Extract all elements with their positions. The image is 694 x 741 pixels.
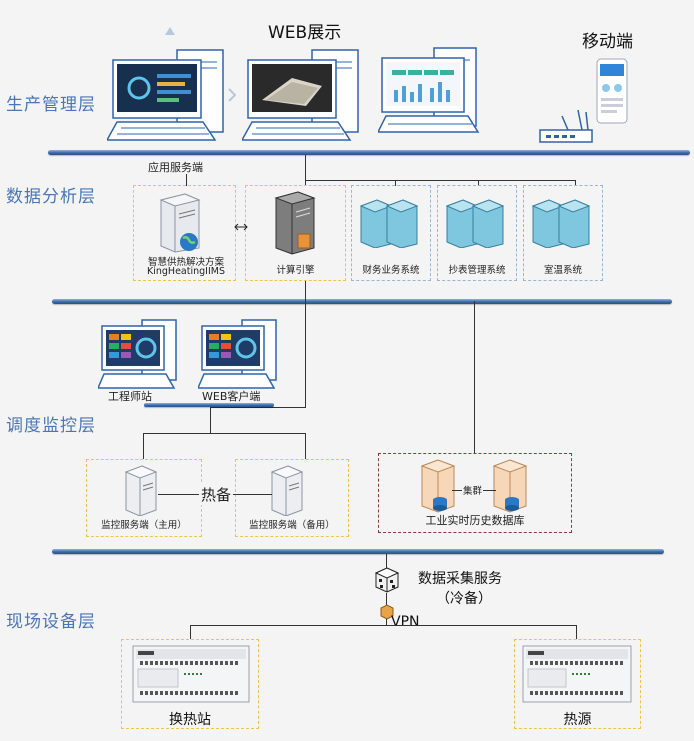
room-temp-server-icon — [531, 196, 595, 248]
finance-server-icon — [359, 196, 423, 248]
hot-standby-label: 热备 — [199, 484, 234, 505]
connector-room-temp — [575, 180, 576, 186]
double-arrow-icon — [234, 223, 248, 231]
meter-server-icon — [445, 196, 509, 248]
engineer-station-icon — [98, 318, 186, 390]
connector-meter — [478, 180, 479, 186]
connector-dispatch-horizontal — [210, 407, 306, 408]
monitor-main-server-icon — [122, 464, 162, 516]
connector-monitor-backup — [305, 433, 306, 459]
web-client-icon — [198, 318, 286, 390]
web-display-title: WEB展示 — [268, 23, 342, 43]
network-bus-analysis — [52, 299, 672, 304]
layer-label-dispatch: 调度监控层 — [6, 416, 96, 436]
app-server-label: 应用服务端 — [148, 161, 203, 174]
monitor-backup-server-icon — [268, 464, 308, 516]
up-arrow-icon — [165, 27, 175, 35]
heat-source-label: 热源 — [563, 712, 592, 728]
historian-server-2-icon — [490, 458, 536, 514]
room-temp-label: 室温系统 — [543, 265, 582, 276]
engineer-station-label: 工程师站 — [108, 390, 152, 403]
kingheating-name: 智慧供热解决方案 — [147, 257, 224, 268]
data-collection-box-icon — [374, 567, 400, 593]
connector-finance — [395, 180, 396, 186]
connector-calc-engine — [305, 155, 306, 185]
network-bus-production — [48, 150, 690, 155]
box-calc-engine — [245, 185, 346, 281]
calc-engine-label: 计算引擎 — [276, 265, 315, 276]
historian-label: 工业实时历史数据库 — [425, 514, 525, 527]
kingheating-server-icon — [155, 192, 211, 254]
chevron-right-icon — [228, 88, 236, 102]
box-meter — [437, 185, 517, 281]
box-exchange-station — [121, 639, 259, 729]
box-room-temp — [523, 185, 603, 281]
network-bus-clients — [144, 403, 274, 407]
box-finance — [351, 185, 431, 281]
connector-clients-down — [210, 407, 211, 433]
monitor-backup-label: 监控服务端（备用） — [249, 520, 335, 531]
exchange-station-label: 换热站 — [169, 712, 211, 728]
layer-label-analysis: 数据分析层 — [6, 187, 96, 207]
connector-monitor-main — [143, 433, 144, 459]
layer-label-field: 现场设备层 — [6, 612, 96, 632]
router-icon — [538, 108, 596, 144]
box-historian — [378, 453, 572, 533]
cluster-label: 集群 — [462, 483, 484, 497]
connector-analysis-tree — [305, 180, 575, 181]
connector-collect — [386, 554, 387, 568]
cold-standby-label: （冷备） — [436, 591, 492, 607]
collect-service-label: 数据采集服务 — [418, 571, 502, 587]
connector-vpn-up — [386, 593, 387, 605]
box-monitor-backup — [235, 459, 349, 537]
web-workstation-2 — [242, 48, 372, 143]
layer-label-production: 生产管理层 — [6, 95, 96, 115]
connector-exchange — [190, 625, 191, 639]
connector-heat-source — [576, 625, 577, 639]
connector-field-tree — [190, 625, 576, 626]
calc-engine-server-icon — [270, 190, 324, 256]
web-workstation-3 — [378, 46, 488, 136]
kingheating-sub: KingHeatingIIMS — [147, 266, 225, 277]
plc-heat-source-icon — [522, 645, 632, 703]
meter-label: 抄表管理系统 — [448, 265, 506, 276]
web-client-label: WEB客户端 — [202, 390, 261, 403]
mobile-phone-icon — [596, 58, 628, 124]
connector-calc-to-dispatch — [305, 281, 306, 407]
connector-monitor-tree — [143, 433, 306, 434]
box-kingheating — [133, 185, 236, 281]
connector-app-server — [186, 174, 187, 186]
historian-server-1-icon — [418, 458, 464, 514]
finance-label: 财务业务系统 — [362, 265, 420, 276]
connector-historian — [474, 301, 475, 453]
network-bus-dispatch — [52, 549, 664, 554]
vpn-label: VPN — [391, 614, 420, 630]
plc-exchange-icon — [132, 645, 250, 703]
web-workstation-1 — [107, 48, 237, 143]
mobile-title: 移动端 — [582, 32, 633, 52]
connector-vpn-down — [386, 619, 387, 625]
box-heat-source — [514, 639, 641, 729]
monitor-main-label: 监控服务端（主用） — [101, 520, 187, 531]
vpn-device-icon — [380, 604, 394, 620]
